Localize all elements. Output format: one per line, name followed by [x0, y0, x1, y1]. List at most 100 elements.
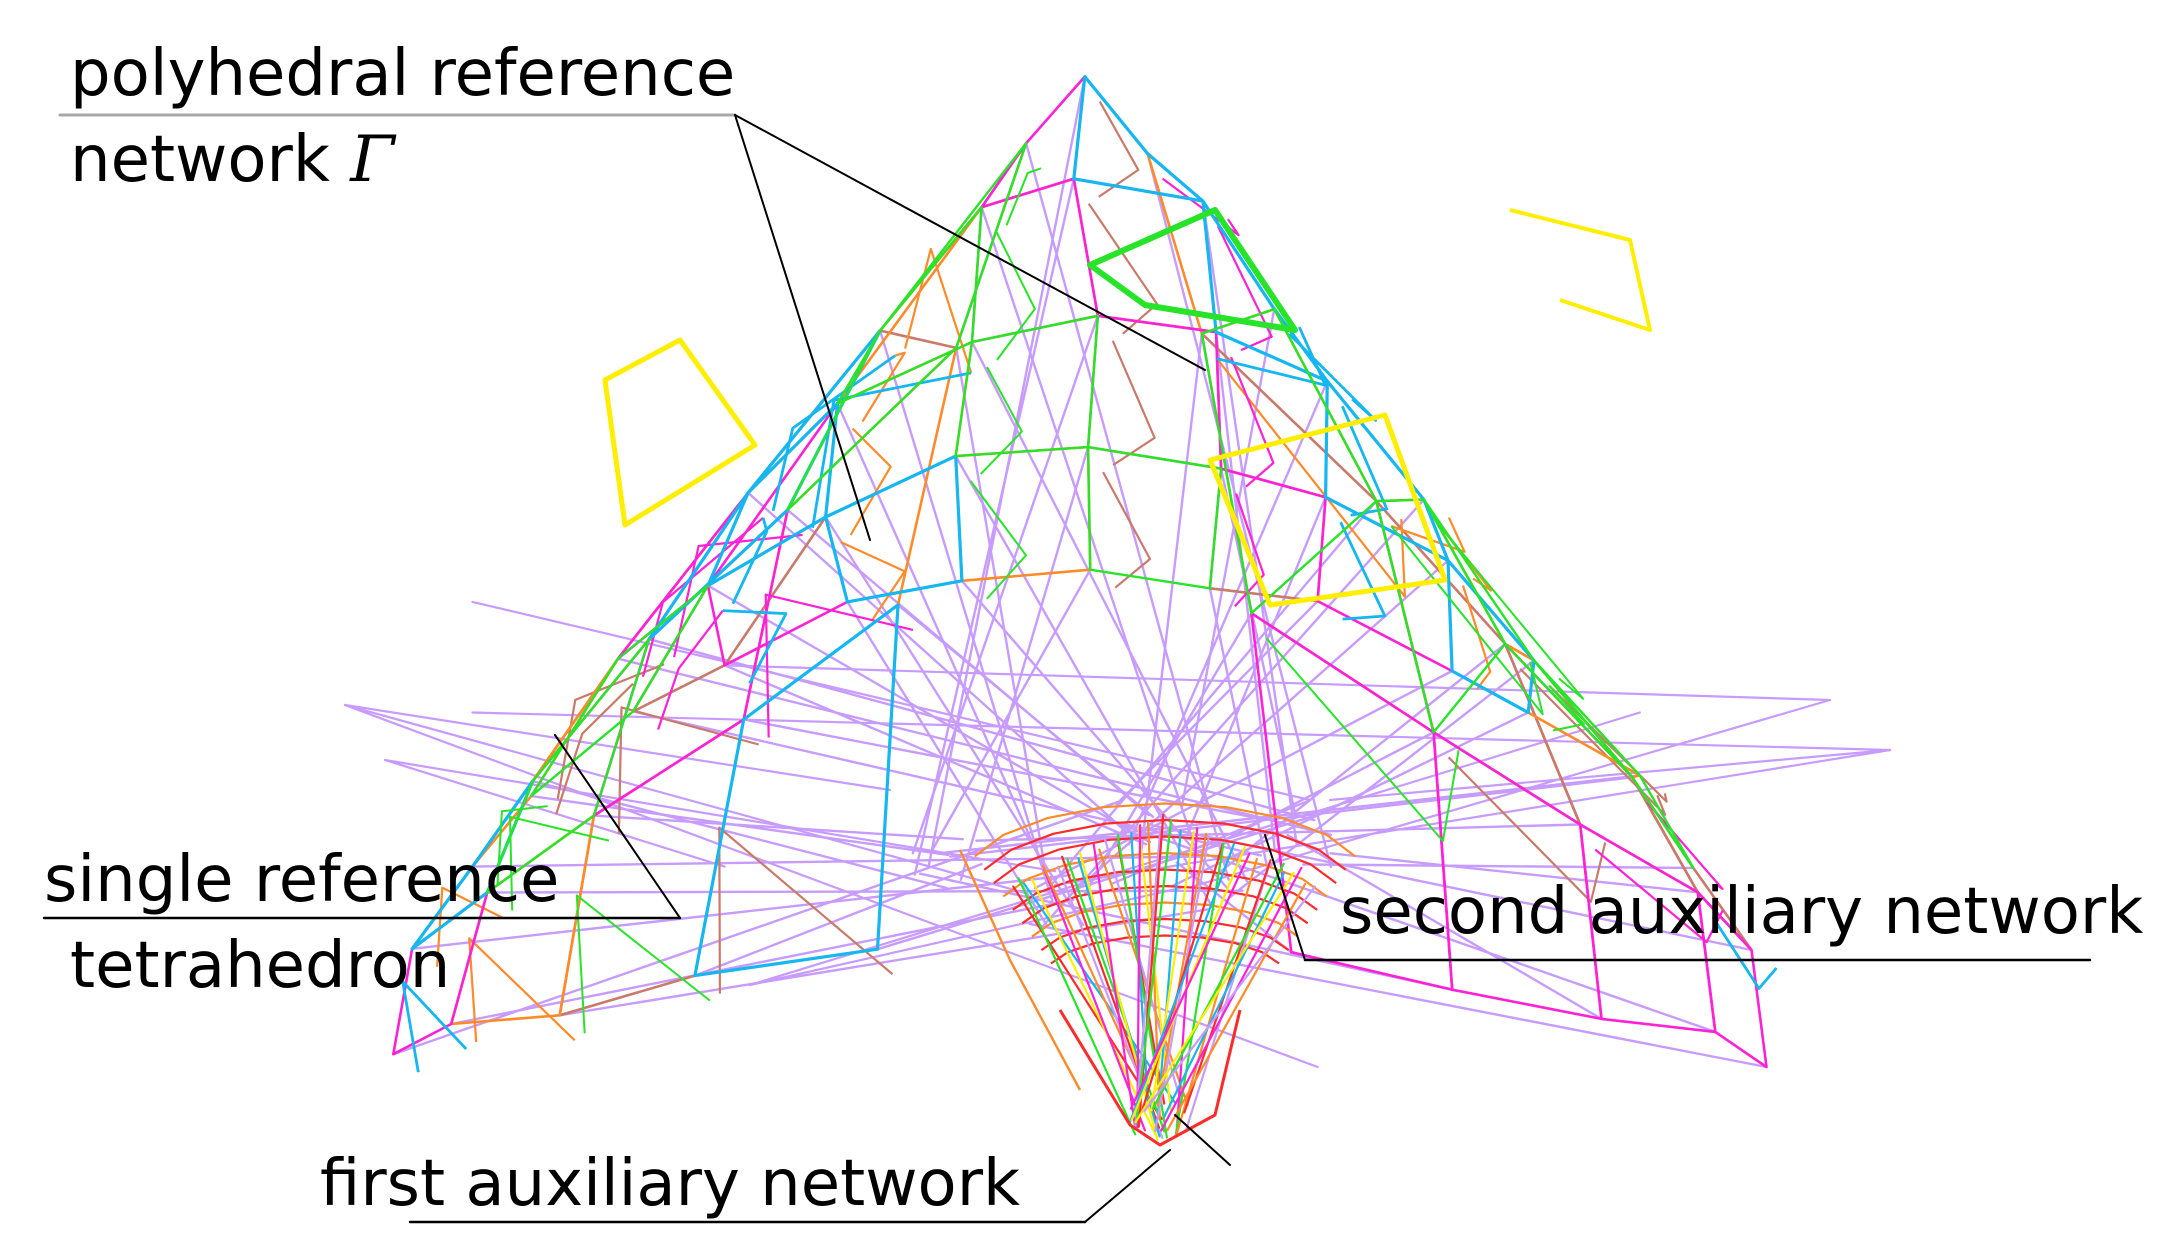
- tetrahedron-edge: [343, 703, 1028, 895]
- network-cell: [811, 371, 972, 529]
- tetrahedron-edge: [746, 491, 1128, 833]
- highlight-cell-yellow: [1207, 412, 1448, 608]
- second-aux-arc: [983, 818, 1347, 871]
- tetrahedron-edge: [706, 584, 1152, 844]
- first-aux-edge: [1160, 866, 1303, 1132]
- tetrahedron-edge: [1201, 199, 1298, 845]
- first-aux-edge: [1017, 877, 1137, 1136]
- tetrahedron-edge: [896, 603, 1155, 818]
- tetrahedron-edge: [1082, 612, 1253, 896]
- network-cell: [657, 609, 724, 730]
- first-aux-edge: [1134, 819, 1173, 1125]
- tetrahedron-edge: [959, 445, 1090, 881]
- network-cell: [786, 142, 1028, 512]
- tetrahedron-edge: [1112, 820, 1717, 1034]
- tetrahedron-edge: [1214, 330, 1276, 851]
- network-cell: [673, 533, 803, 658]
- first-aux-edge: [1140, 842, 1224, 1113]
- label-polyhedral-line1: polyhedral reference: [70, 37, 736, 111]
- tetrahedron-edge: [846, 600, 1049, 927]
- tetrahedron-edge: [343, 703, 892, 792]
- network-cell: [575, 894, 711, 1034]
- highlight-cell-green: [1087, 207, 1298, 333]
- network-cell: [980, 75, 1087, 209]
- first-aux-edge: [1092, 842, 1137, 1129]
- tetrahedron-edge: [383, 758, 1057, 873]
- second-aux-arc: [1021, 884, 1309, 925]
- network-cell: [771, 354, 896, 512]
- label-first-auxiliary-network: first auxiliary network: [320, 1147, 1021, 1221]
- network-cell: [1711, 916, 1778, 990]
- first-aux-edge: [1156, 829, 1182, 1121]
- tetrahedron-edge: [1033, 669, 1454, 890]
- gamma-symbol: Γ: [350, 123, 395, 197]
- network-cell: [979, 366, 1023, 475]
- second-aux-arc: [993, 835, 1337, 884]
- first-aux-edge: [1184, 862, 1271, 1132]
- network-cell: [1594, 848, 1724, 944]
- tetrahedron-edge: [1199, 731, 1435, 854]
- tetrahedron-edge: [913, 177, 1076, 876]
- network-cell: [1519, 668, 1667, 816]
- tetrahedron-edge: [1024, 142, 1230, 881]
- network-cell: [1548, 684, 1585, 732]
- tetrahedron-edge: [531, 779, 948, 890]
- tetrahedron-edge: [927, 75, 1087, 869]
- network-cell: [1375, 499, 1582, 826]
- network-cell: [1339, 521, 1387, 621]
- leader-second-aux: [1264, 834, 1306, 961]
- second-aux-arc: [1031, 901, 1299, 938]
- first-aux-edge: [1134, 828, 1162, 1128]
- tetrahedron-edge: [723, 664, 1832, 702]
- yellow-network-layer: [602, 208, 1652, 608]
- tetrahedron-edge: [1216, 642, 1507, 875]
- network-cell: [764, 593, 914, 738]
- leader-single: [554, 734, 681, 919]
- tetrahedron-edge: [723, 664, 1148, 846]
- tetrahedron-edge: [748, 886, 1186, 987]
- network-cell: [995, 231, 1036, 361]
- label-polyhedral-network-word: network: [70, 123, 330, 197]
- tetrahedron-edge: [1301, 863, 1695, 870]
- network-cell: [954, 314, 1100, 458]
- tetrahedron-edge: [970, 340, 1249, 883]
- first-aux-edge: [1175, 827, 1199, 1131]
- tetrahedron-edge: [911, 314, 1100, 855]
- tetrahedron-edge: [955, 346, 1049, 886]
- first-aux-edge: [1136, 824, 1142, 1129]
- network-cell: [1216, 225, 1273, 352]
- network-cell: [1216, 326, 1327, 387]
- network-cell: [718, 826, 894, 994]
- network-cell: [904, 247, 973, 374]
- network-cell: [1098, 101, 1140, 198]
- second-aux-arc: [1002, 851, 1328, 898]
- label-single-line2: tetrahedron: [70, 929, 451, 1003]
- first-aux-edge: [1078, 851, 1159, 1142]
- label-second-auxiliary-network: second auxiliary network: [1340, 875, 2144, 949]
- network-cell: [1438, 523, 1585, 700]
- network-cell: [530, 584, 710, 798]
- network-cell: [468, 937, 576, 1043]
- network-cell: [722, 609, 788, 684]
- tetrahedron-edge: [1051, 499, 1378, 885]
- first-aux-edge: [1163, 871, 1286, 1118]
- network-cell: [1461, 585, 1492, 690]
- tetrahedron-edge: [1175, 861, 1293, 954]
- network-cell: [1215, 357, 1407, 598]
- first-aux-edge: [1143, 885, 1317, 1113]
- network-cell: [969, 480, 1027, 600]
- tetrahedron-edge: [836, 402, 1047, 873]
- network-cell: [1111, 340, 1156, 467]
- first-aux-edge: [1156, 832, 1208, 1107]
- tetrahedron-edge: [1146, 152, 1333, 869]
- network-cell: [555, 682, 634, 815]
- network-cell: [1375, 498, 1507, 734]
- first-aux-edge: [1129, 852, 1251, 1110]
- network-cell: [1200, 307, 1378, 615]
- first-aux-edge: [1137, 813, 1165, 1128]
- tetrahedron-edge: [1329, 852, 1700, 894]
- network-cell: [1234, 493, 1265, 608]
- first-aux-boundary: [1058, 1009, 1242, 1147]
- leader-polyhedral-a: [734, 114, 871, 541]
